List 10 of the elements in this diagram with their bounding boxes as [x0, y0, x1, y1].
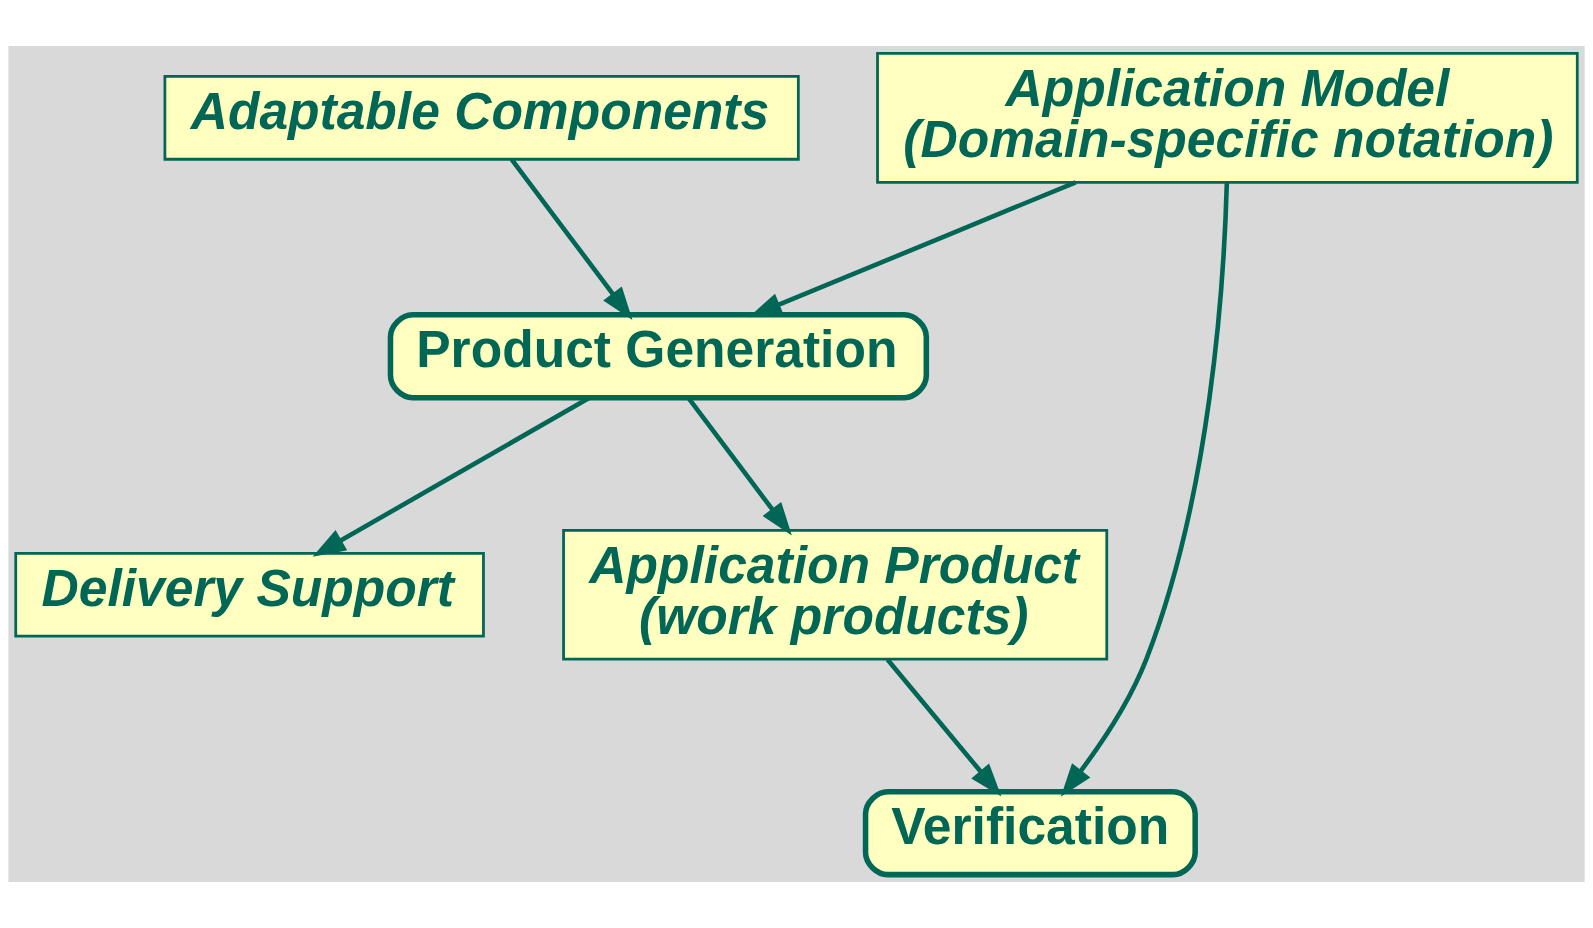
- node-box: Delivery Support: [14, 551, 485, 638]
- arrow: [885, 658, 1002, 797]
- node-box: Adaptable Components: [163, 75, 800, 161]
- arrow: [509, 158, 633, 320]
- node-box: Verification: [862, 789, 1198, 878]
- node-box: Application Product (work products): [562, 528, 1109, 661]
- arrow: [1060, 182, 1230, 797]
- node-box: Application Model (Domain-specific notation): [876, 52, 1579, 184]
- node-box: Product Generation: [387, 312, 930, 401]
- arrow: [748, 180, 1077, 318]
